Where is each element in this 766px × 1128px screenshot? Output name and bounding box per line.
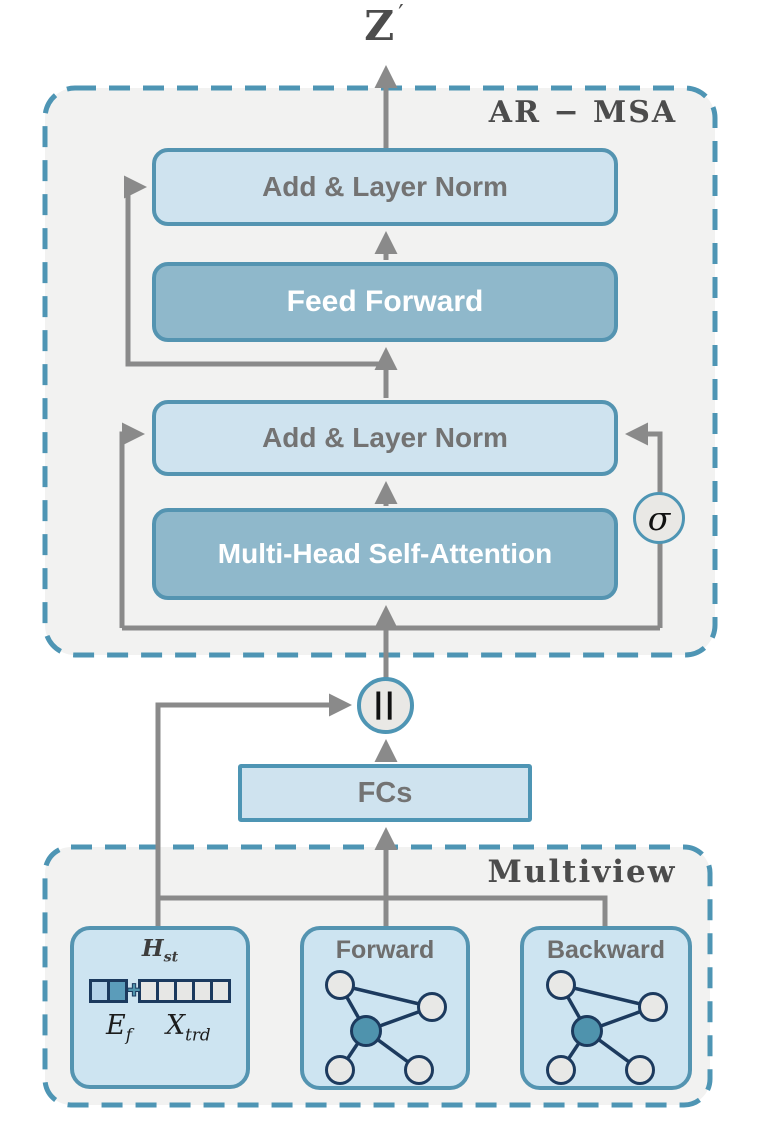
- fcs-block: FCs: [238, 764, 532, 822]
- ef-sub: f: [125, 1023, 132, 1044]
- add-layer-norm-top-label: Add & Layer Norm: [262, 171, 508, 202]
- add-layer-norm-bottom-label: Add & Layer Norm: [262, 422, 508, 453]
- feature-labels-row: Ef Xtrd: [74, 1010, 246, 1044]
- feed-forward-label: Feed Forward: [286, 285, 484, 318]
- ef-cell-2: [106, 978, 128, 1003]
- feature-vector-row: ✚: [74, 978, 246, 1004]
- multiview-bus: [158, 895, 608, 926]
- sigma-connection-right: [624, 422, 663, 628]
- xtrd-base: X: [165, 1009, 186, 1041]
- hst-title-base: H: [141, 935, 164, 962]
- sigma-symbol: σ: [647, 498, 671, 538]
- skip-connection-top: [124, 175, 386, 367]
- backward-label: Backward: [546, 936, 666, 964]
- backward-graph-icon: [546, 970, 668, 1085]
- hst-title-sub: st: [163, 949, 179, 966]
- ef-label: Ef: [106, 1010, 132, 1044]
- hst-feature-box: Hst ✚ Ef Xtrd: [70, 926, 250, 1089]
- armsa-label: AR − MSA: [488, 95, 678, 130]
- skip-connection-left: [119, 422, 146, 628]
- feed-forward-block: Feed Forward: [152, 262, 618, 342]
- xtrd-sub: trd: [185, 1023, 211, 1044]
- output-label: Z′: [330, 0, 440, 50]
- sigma-gate-circle: σ: [633, 492, 685, 544]
- backward-graph-box: Backward: [520, 926, 692, 1090]
- forward-label: Forward: [335, 936, 435, 964]
- multi-head-self-attention-block: Multi-Head Self-Attention: [152, 508, 618, 600]
- concat-symbol: ||: [374, 687, 397, 720]
- output-prime: ′: [398, 0, 406, 28]
- multiview-label: Multiview: [487, 854, 677, 890]
- plus-icon: ✚: [126, 980, 142, 1001]
- fcs-label: FCs: [357, 776, 413, 809]
- forward-graph-icon: [325, 970, 447, 1085]
- concat-operator-circle: ||: [357, 677, 414, 734]
- multi-head-self-attention-label: Multi-Head Self-Attention: [217, 538, 553, 569]
- hst-title: Hst: [74, 935, 246, 966]
- add-layer-norm-bottom-block: Add & Layer Norm: [152, 400, 618, 476]
- add-layer-norm-top-block: Add & Layer Norm: [152, 148, 618, 226]
- forward-graph-box: Forward: [300, 926, 470, 1090]
- hst-to-concat-arrow: [155, 693, 353, 926]
- output-symbol: Z: [364, 2, 397, 50]
- xtrd-label: Xtrd: [166, 1010, 211, 1044]
- xtrd-cell-5: [210, 978, 232, 1003]
- ef-base: E: [106, 1009, 126, 1041]
